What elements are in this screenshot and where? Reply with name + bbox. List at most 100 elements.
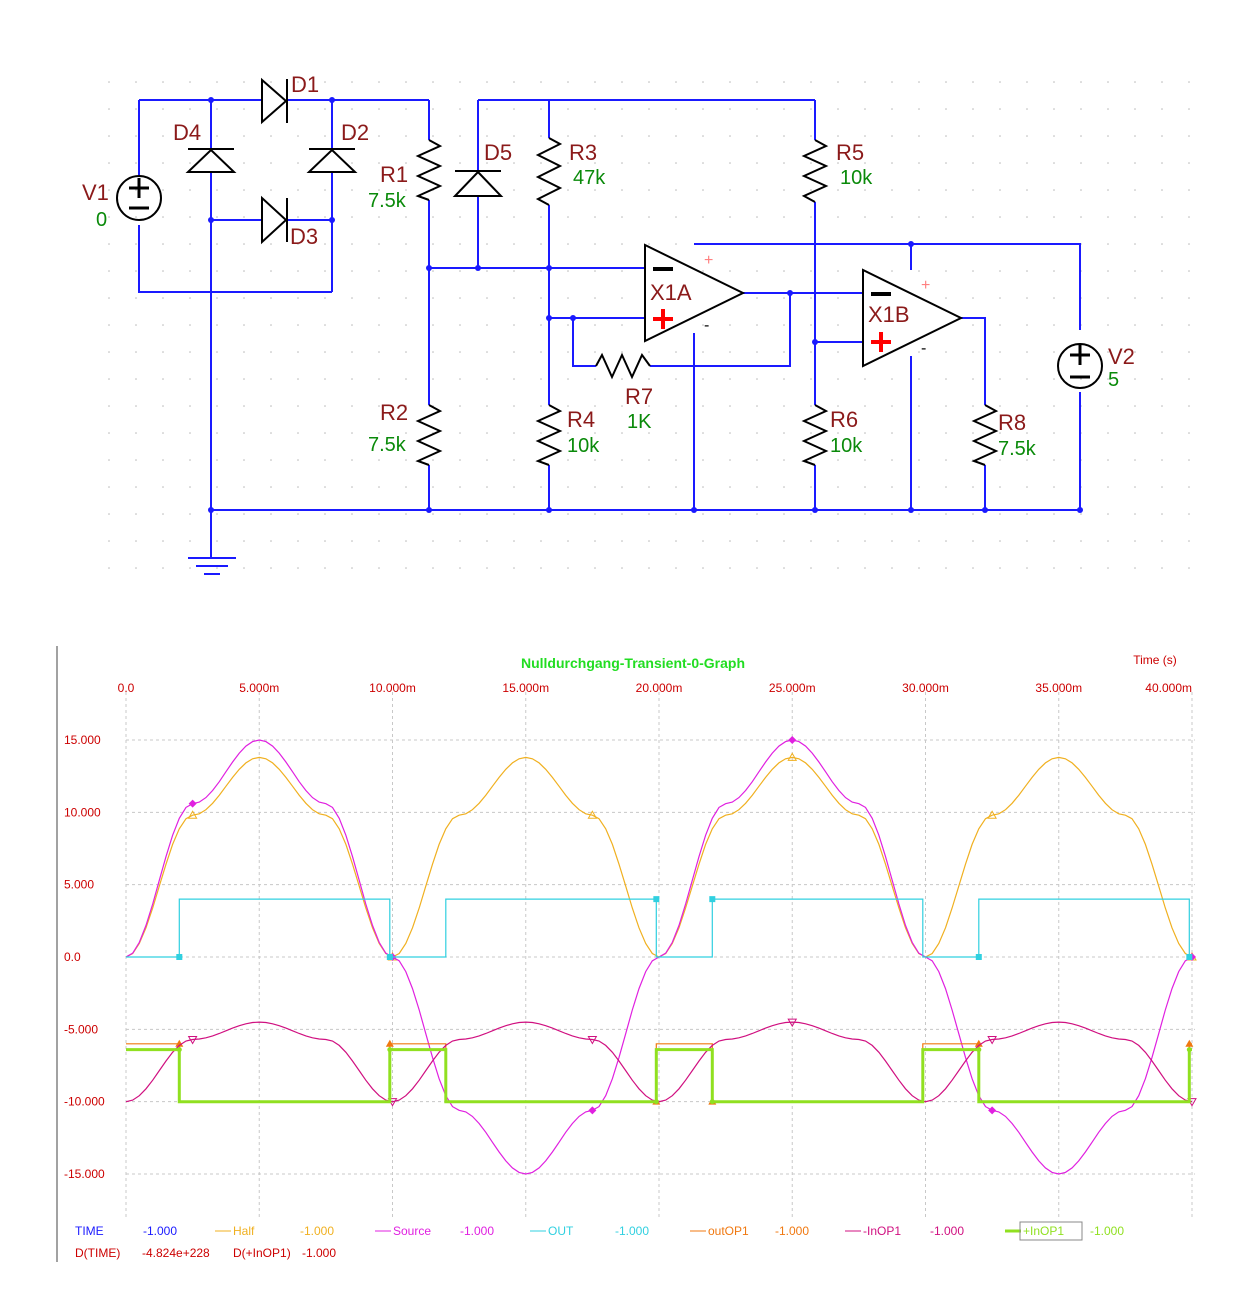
y-tick-label: 15.000 <box>64 733 101 747</box>
chart-title: Nulldurchgang-Transient-0-Graph <box>521 655 745 671</box>
x-tick-label: 10.000m <box>369 681 416 695</box>
label-d3: D3 <box>290 224 318 249</box>
source-v1-symbol[interactable] <box>116 175 162 221</box>
opamp-x1a-symbol[interactable]: + - <box>644 243 746 343</box>
legend-selected-box <box>1019 1221 1083 1241</box>
y-tick-label: 0.0 <box>64 950 81 964</box>
series-marker <box>387 1047 393 1053</box>
series-marker <box>588 1106 597 1115</box>
legend-item[interactable]: outOP1 -1.000 <box>690 1224 809 1238</box>
series-line-InOP1 <box>125 1021 1193 1103</box>
value-r2: 7.5k <box>368 434 407 456</box>
diode-d1-symbol[interactable] <box>261 77 288 125</box>
x-tick-label: 25.000m <box>769 681 816 695</box>
series-marker <box>976 1047 982 1053</box>
legend-value: -1.000 <box>1090 1224 1124 1238</box>
ground-symbol <box>188 557 236 575</box>
series-line-InOP1 <box>126 1048 1192 1104</box>
series-marker <box>587 1035 598 1045</box>
y-tick-label: -15.000 <box>64 1167 105 1181</box>
series-marker <box>987 1035 997 1045</box>
series-marker <box>974 1039 983 1047</box>
legend-item[interactable]: OUT-1.000 <box>530 1224 649 1238</box>
x-tick-label: 5.000m <box>239 681 279 695</box>
series-marker <box>187 1035 198 1045</box>
resistor-r5-symbol[interactable] <box>801 139 829 203</box>
series-marker <box>1185 1039 1194 1047</box>
x-tick-label: 40.000m <box>1145 681 1192 695</box>
value-v1: 0 <box>96 209 107 231</box>
legend-item[interactable]: Half-1.000 <box>215 1224 334 1238</box>
x-axis-label: Time (s) <box>1133 653 1177 667</box>
series-marker <box>1186 954 1193 960</box>
series-marker <box>787 752 798 761</box>
source-v2-symbol[interactable] <box>1057 343 1103 389</box>
series-marker <box>787 1018 798 1028</box>
legend-value: -1.000 <box>300 1224 334 1238</box>
series-marker <box>187 810 198 819</box>
legend-label: Source <box>393 1224 431 1238</box>
legend-item[interactable]: +InOP1 -1.000 <box>1005 1224 1124 1238</box>
series-marker <box>788 736 797 744</box>
legend-value: -1.000 <box>460 1224 494 1238</box>
legend-label: OUT <box>548 1224 574 1238</box>
junctions <box>208 97 1083 513</box>
resistor-r3-symbol[interactable] <box>535 137 563 206</box>
legend-label: TIME <box>75 1224 104 1238</box>
diode-d3-symbol[interactable] <box>261 195 288 245</box>
transient-graph[interactable]: Nulldurchgang-Transient-0-Graph Time (s)… <box>0 640 1253 1300</box>
series-marker <box>653 1099 659 1105</box>
opamp-x1b-symbol[interactable]: + - <box>862 268 964 368</box>
diode-d4-symbol[interactable] <box>185 148 237 173</box>
label-x1b: X1B <box>868 302 910 327</box>
legend-value: -1.000 <box>930 1224 964 1238</box>
resistor-r8-symbol[interactable] <box>971 404 999 466</box>
legend-item[interactable]: TIME -1.000 <box>75 1224 177 1238</box>
legend-value: -1.000 <box>143 1224 177 1238</box>
label-r4: R4 <box>567 407 595 432</box>
diode-d5-symbol[interactable] <box>452 170 504 197</box>
legend-label: -InOP1 <box>863 1224 901 1238</box>
label-v1: V1 <box>82 180 109 205</box>
resistor-r1-symbol[interactable] <box>415 139 443 201</box>
label-r7: R7 <box>625 384 653 409</box>
value-r4: 10k <box>567 435 600 457</box>
label-x1a: X1A <box>650 280 692 305</box>
value-r3: 47k <box>573 167 606 189</box>
label-r6: R6 <box>830 407 858 432</box>
d-inop1-value: -1.000 <box>302 1246 336 1260</box>
resistor-r4-symbol[interactable] <box>535 404 563 466</box>
x-tick-label: 0.0 <box>118 681 135 695</box>
svg-text:-: - <box>921 340 926 357</box>
y-tick-label: -5.000 <box>64 1022 98 1036</box>
schematic-grid <box>85 70 1195 590</box>
component-labels: V1 0 V2 5 D1 D2 D3 D4 D5 R1 7.5k R2 7.5k… <box>82 72 1135 460</box>
series-marker <box>175 1039 184 1047</box>
legend-row2: D(TIME) -4.824e+228 D(+InOP1) -1.000 <box>75 1246 336 1260</box>
legend-item[interactable]: Source -1.000 <box>375 1224 494 1238</box>
dtime-label: D(TIME) <box>75 1246 120 1260</box>
value-r8: 7.5k <box>998 438 1037 460</box>
y-tick-label: 10.000 <box>64 805 101 819</box>
series-marker <box>709 896 716 903</box>
legend-label: +InOP1 <box>1023 1224 1064 1238</box>
resistor-r2-symbol[interactable] <box>415 404 443 466</box>
series-marker <box>987 810 997 819</box>
legend-label: outOP1 <box>708 1224 749 1238</box>
series-marker <box>188 799 197 808</box>
resistor-r7-symbol[interactable] <box>595 352 651 380</box>
label-r8: R8 <box>998 410 1026 435</box>
value-v2: 5 <box>1108 369 1119 391</box>
series-marker <box>653 896 660 903</box>
series-marker <box>385 1039 394 1047</box>
series-marker <box>975 954 982 960</box>
diode-d2-symbol[interactable] <box>306 148 358 173</box>
series-marker <box>587 810 598 819</box>
value-r1: 7.5k <box>368 190 407 212</box>
resistor-r6-symbol[interactable] <box>801 404 829 466</box>
legend-value: -1.000 <box>775 1224 809 1238</box>
legend-item[interactable]: -InOP1 -1.000 <box>845 1224 964 1238</box>
